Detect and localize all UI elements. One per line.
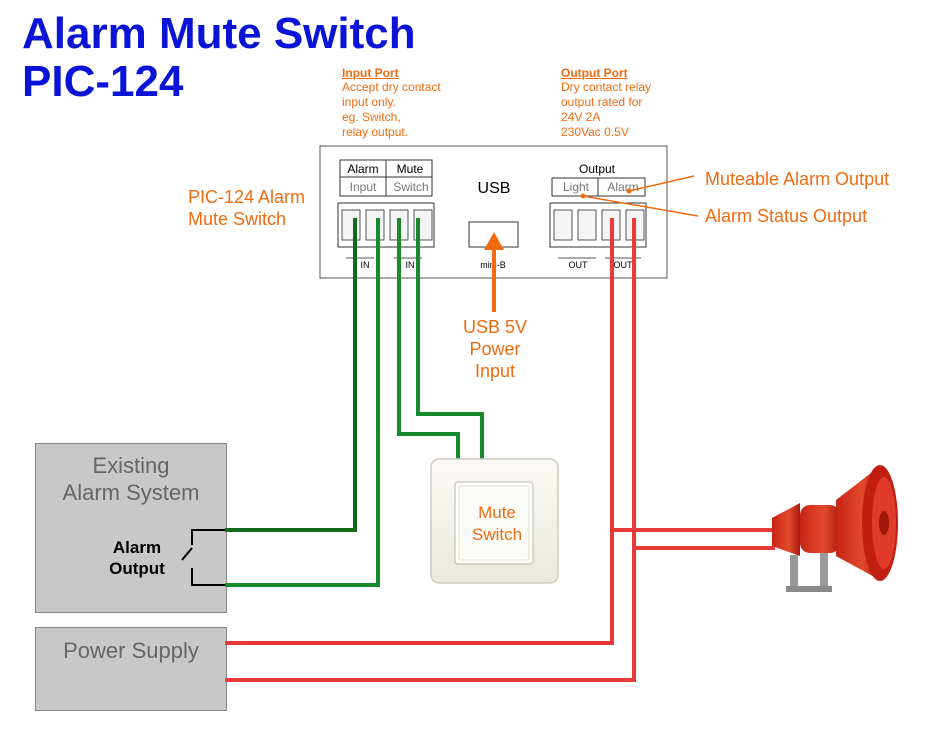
existing-alarm-system-title: Existing Alarm System — [36, 452, 226, 506]
alarm-output-label: Alarm Output — [98, 537, 176, 579]
power-supply-label: Power Supply — [63, 638, 199, 663]
existing-alarm-line-2: Alarm System — [62, 480, 200, 505]
usb-power-input-label: USB 5V Power Input — [455, 316, 535, 382]
output-port-heading: Output Port — [561, 66, 628, 80]
switch-text: Switch — [393, 180, 428, 194]
alarm-status-output-label: Alarm Status Output — [705, 206, 868, 226]
device-label-line-2: Mute Switch — [188, 209, 287, 229]
device-label-line-1: PIC-124 Alarm — [188, 187, 306, 207]
mute-switch — [430, 458, 559, 584]
usb-power-line-1: USB 5V — [462, 317, 528, 337]
output-header-text: Output — [579, 162, 616, 176]
input-header-table — [339, 159, 433, 197]
page-title: Alarm Mute Switch PIC-124 — [22, 10, 416, 106]
input-port-line: relay output. — [342, 125, 409, 139]
input-port-note: Input Port Accept dry contact input only… — [342, 66, 441, 140]
alarm-wire-2 — [225, 218, 380, 587]
mute-header-text: Mute — [397, 162, 424, 176]
output-terminal-block — [549, 202, 647, 248]
usb-power-line-3: Input — [474, 361, 516, 381]
power-wire-1 — [225, 530, 614, 645]
usb-power-line-2: Power — [469, 339, 521, 359]
mute-switch-line-1: Mute — [478, 503, 516, 522]
title-line-2: PIC-124 — [22, 57, 184, 106]
light-text: Light — [563, 180, 590, 194]
switch-wire-1 — [397, 218, 460, 462]
muteable-alarm-output-label: Muteable Alarm Output — [705, 169, 890, 189]
muteable-callout-line — [628, 175, 695, 192]
out-label-2: OUT — [614, 260, 634, 270]
power-wire-2 — [225, 548, 636, 682]
alarm-header-text: Alarm — [347, 162, 378, 176]
title-line-1: Alarm Mute Switch — [22, 9, 416, 58]
switch-wire-2 — [416, 218, 484, 462]
mute-switch-line-2: Switch — [472, 525, 522, 544]
output-port-note: Output Port Dry contact relay output rat… — [561, 66, 651, 140]
output-port-line: 230Vac 0.5V — [561, 125, 629, 139]
in-label-1: IN — [361, 260, 370, 270]
power-supply-box: Power Supply — [35, 627, 227, 711]
alarm-output-contact — [181, 529, 225, 586]
device-label: PIC-124 Alarm Mute Switch — [188, 186, 305, 230]
siren-icon — [772, 465, 898, 592]
output-port-line: output rated for — [561, 95, 643, 109]
out-label-1: OUT — [569, 260, 589, 270]
existing-alarm-line-1: Existing — [92, 453, 170, 478]
output-port-line: Dry contact relay — [561, 80, 652, 94]
alarm-output-line-2: Output — [109, 559, 165, 578]
input-text: Input — [350, 180, 377, 194]
alarm-output-text: Alarm — [607, 180, 638, 194]
status-callout-line — [582, 195, 699, 217]
alarm-output-line-1: Alarm — [112, 538, 162, 557]
input-port-line: Accept dry contact — [342, 80, 441, 94]
alarm-wire-1 — [225, 218, 357, 532]
in-label-2: IN — [406, 260, 415, 270]
output-port-line: 24V 2A — [561, 110, 601, 124]
usb-text: USB — [478, 180, 511, 197]
arrow-up-icon — [484, 232, 504, 312]
input-port-heading: Input Port — [342, 66, 399, 80]
input-port-line: input only. — [342, 95, 396, 109]
input-port-line: eg. Switch, — [342, 110, 401, 124]
